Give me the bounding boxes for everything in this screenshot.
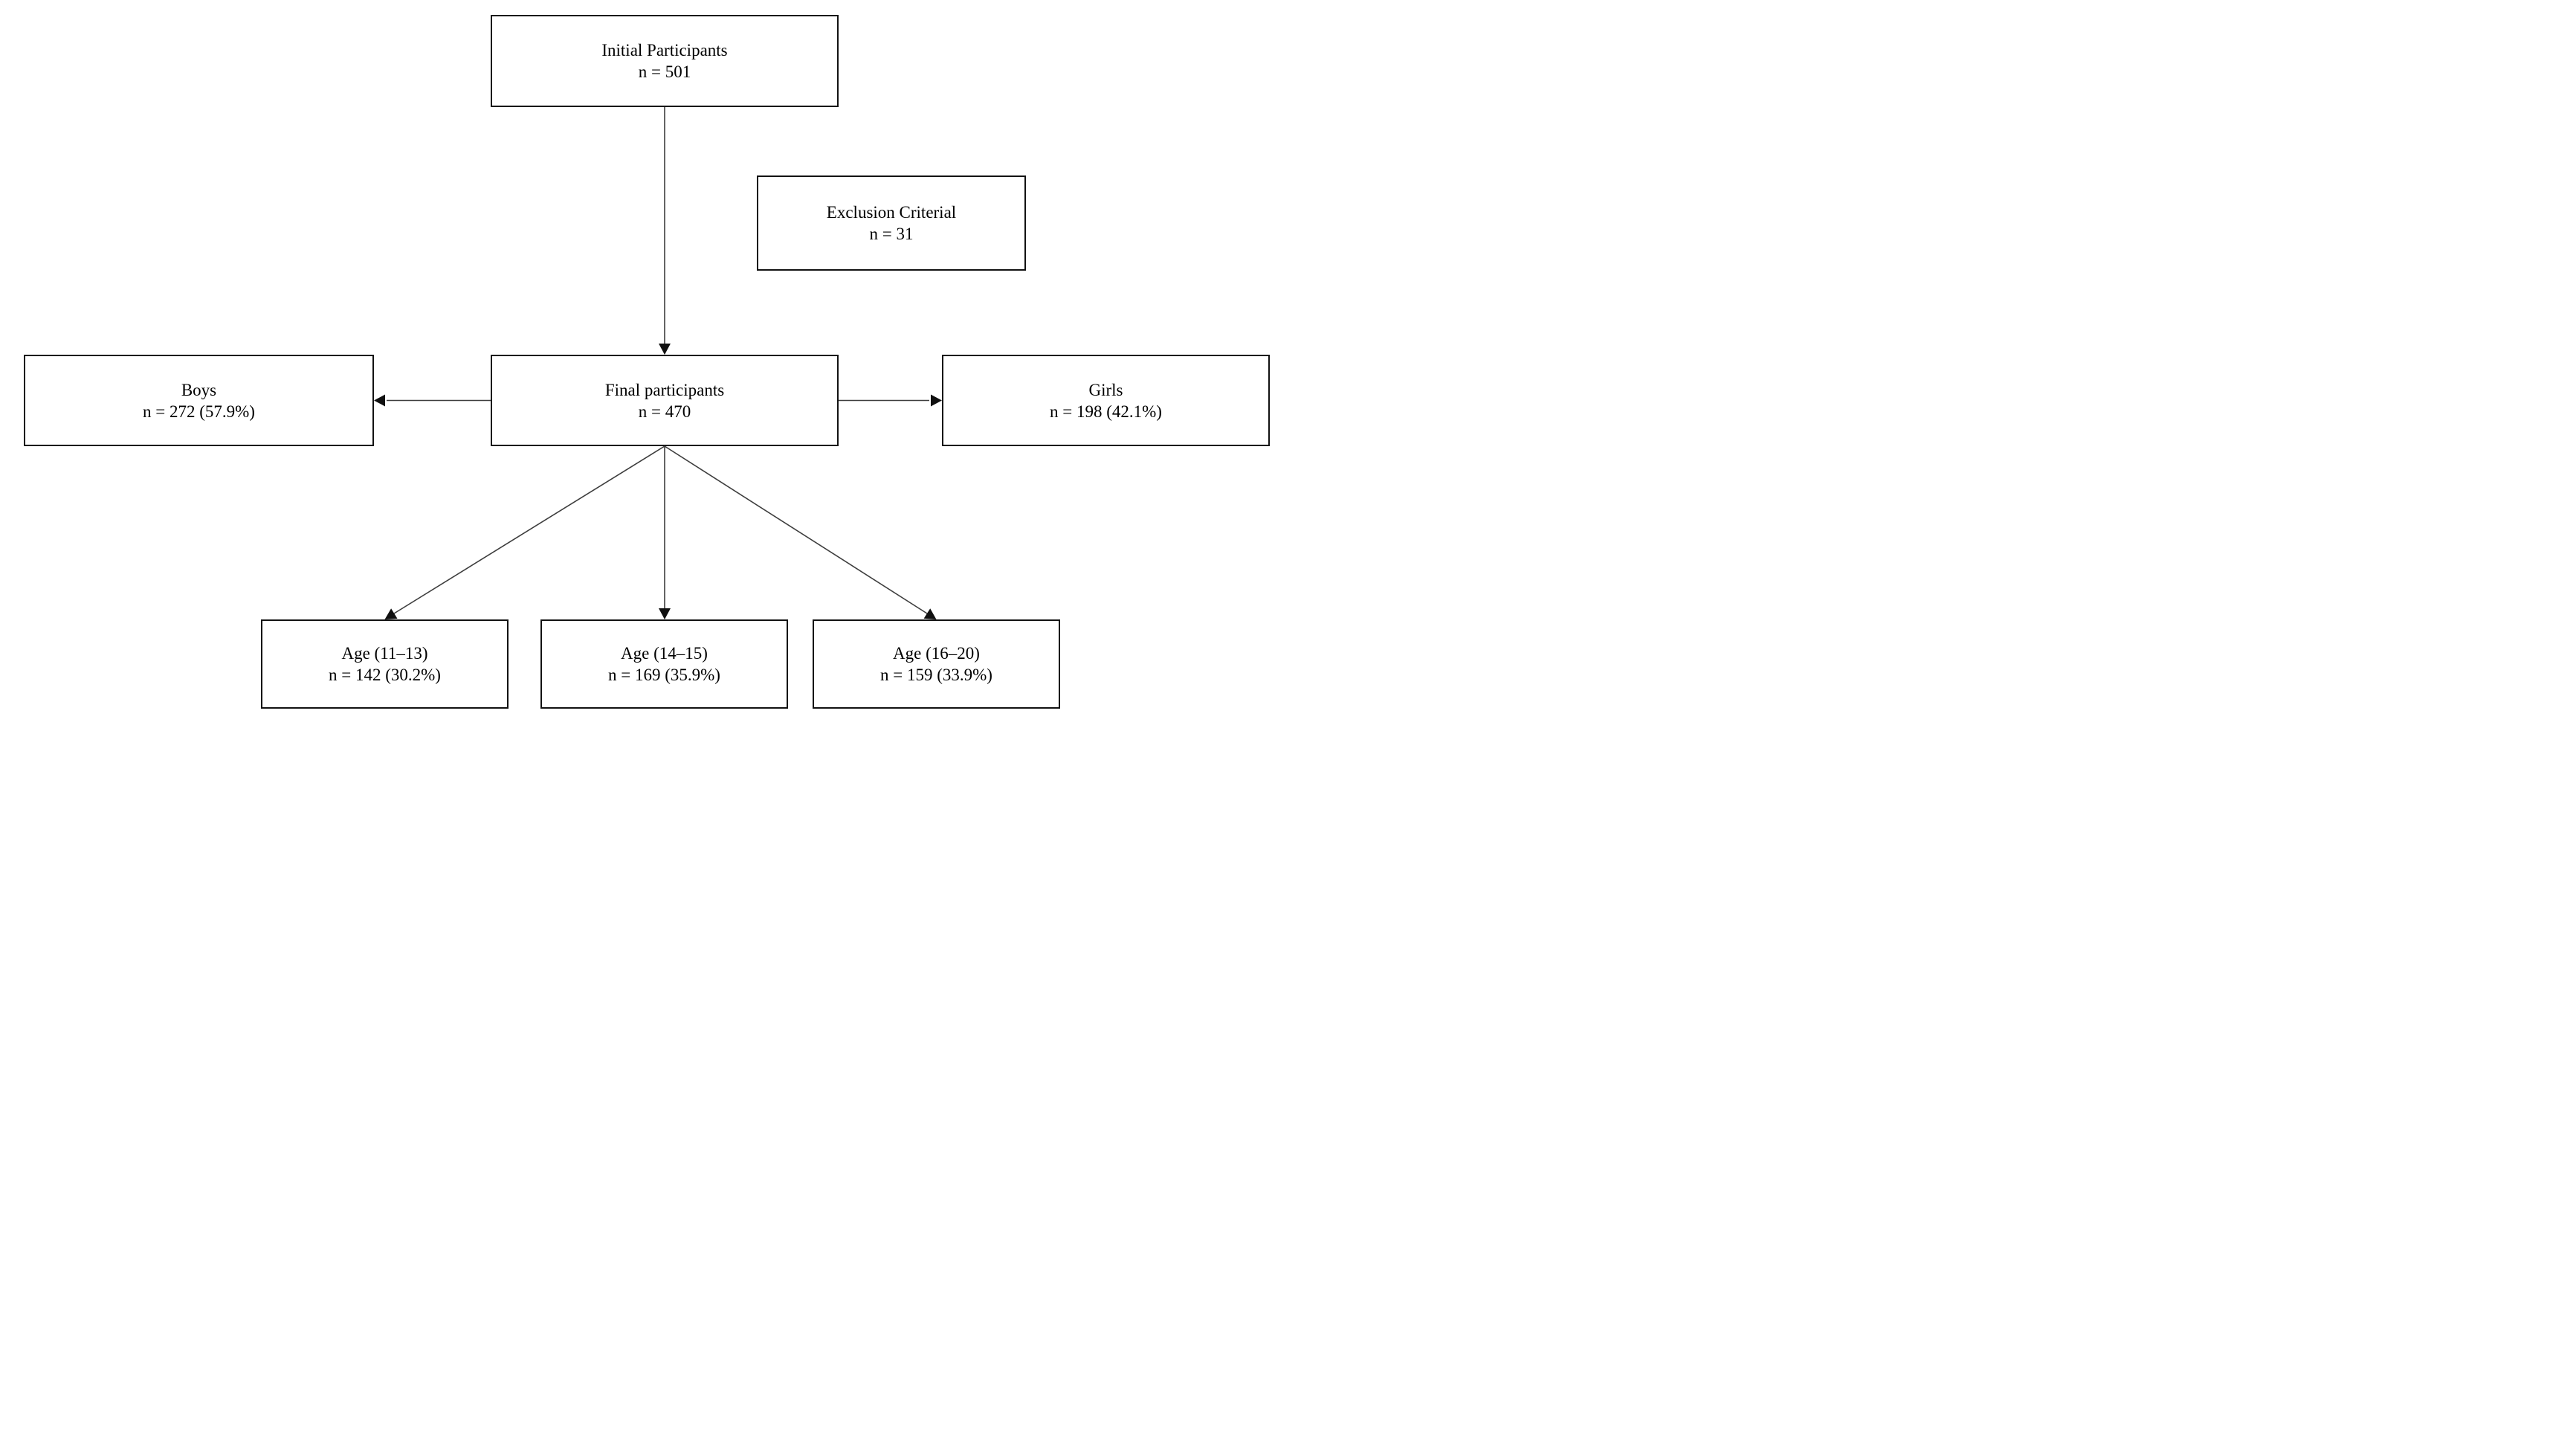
node-label: Girls bbox=[1088, 380, 1123, 399]
node-boys: Boys n = 272 (57.9%) bbox=[24, 355, 374, 446]
arrow-final-to-age-14-15-head bbox=[659, 608, 671, 619]
node-count: n = 142 (30.2%) bbox=[329, 666, 441, 684]
node-age-14-15: Age (14–15) n = 169 (35.9%) bbox=[540, 619, 788, 709]
node-count: n = 169 (35.9%) bbox=[608, 666, 720, 684]
node-label: Exclusion Criterial bbox=[826, 203, 957, 222]
arrow-final-to-age-16-20-head bbox=[923, 608, 937, 619]
node-count: n = 198 (42.1%) bbox=[1050, 402, 1162, 421]
node-age-11-13: Age (11–13) n = 142 (30.2%) bbox=[261, 619, 509, 709]
node-initial-participants: Initial Participants n = 501 bbox=[491, 15, 839, 107]
flow-diagram: Initial Participants n = 501 Exclusion C… bbox=[0, 0, 1288, 715]
node-label: Age (14–15) bbox=[621, 644, 708, 663]
arrow-initial-to-final-head bbox=[659, 344, 671, 355]
arrow-final-to-age-11-13-head bbox=[384, 608, 398, 619]
arrow-final-to-age-16-20-line bbox=[664, 445, 928, 614]
node-count: n = 159 (33.9%) bbox=[880, 666, 992, 684]
node-count: n = 31 bbox=[869, 225, 914, 243]
arrow-final-to-girls-head bbox=[931, 394, 942, 407]
node-label: Age (16–20) bbox=[893, 644, 980, 663]
node-label: Final participants bbox=[604, 380, 725, 399]
node-exclusion-criteria: Exclusion Criterial n = 31 bbox=[757, 175, 1026, 271]
node-count: n = 501 bbox=[638, 62, 691, 81]
node-age-16-20: Age (16–20) n = 159 (33.9%) bbox=[813, 619, 1060, 709]
node-count: n = 272 (57.9%) bbox=[143, 402, 255, 421]
node-count: n = 470 bbox=[638, 402, 691, 421]
node-label: Boys bbox=[181, 380, 217, 399]
node-label: Age (11–13) bbox=[341, 644, 428, 663]
node-final-participants: Final participants n = 470 bbox=[491, 355, 839, 446]
arrow-final-to-age-11-13-line bbox=[393, 445, 665, 614]
node-label: Initial Participants bbox=[601, 41, 728, 59]
arrow-final-to-boys-head bbox=[374, 394, 385, 407]
node-girls: Girls n = 198 (42.1%) bbox=[942, 355, 1270, 446]
